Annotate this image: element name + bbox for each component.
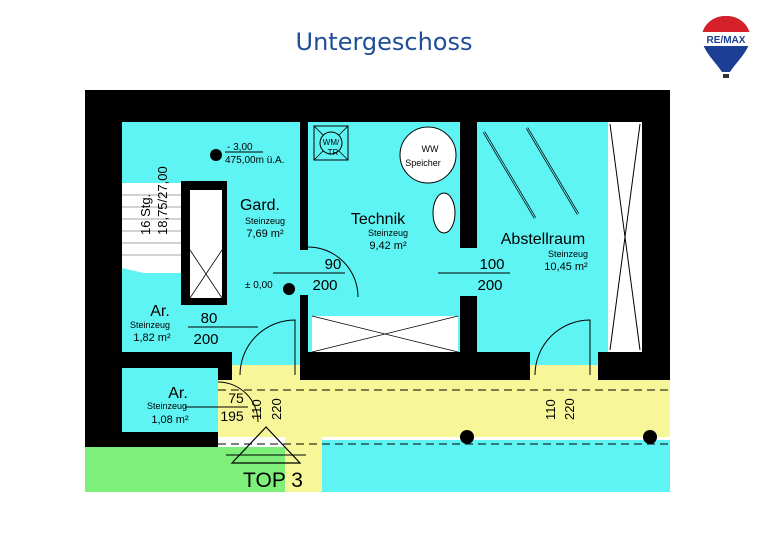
door-height: 220: [562, 398, 577, 420]
stairs-steps: 16 Stg.: [138, 194, 153, 235]
page-title: Untergeschoss: [295, 28, 473, 56]
room-area: 10,45 m²: [544, 261, 588, 273]
washer-label-1: WM/: [323, 138, 340, 147]
svg-text:RE/MAX: RE/MAX: [707, 35, 746, 46]
room-abstellraum: [477, 122, 608, 352]
level-marker-icon: [283, 283, 295, 295]
unit-label: TOP 3: [243, 469, 303, 492]
room-name: Gard.: [240, 197, 280, 214]
door-height: 220: [269, 398, 284, 420]
door-width: 110: [543, 399, 558, 420]
room-name: Abstellraum: [501, 231, 585, 248]
water-tank: [399, 126, 457, 184]
tank-label-2: Speicher: [405, 158, 441, 168]
corridor: [218, 380, 670, 437]
door-width: 90: [325, 256, 342, 273]
room-area: 1,82 m²: [133, 332, 171, 344]
door-width: 100: [479, 256, 504, 273]
room-ar-small: [122, 368, 218, 432]
level-top: - 3,00: [227, 142, 253, 153]
room-name: Ar.: [150, 303, 170, 320]
door-height: 200: [477, 277, 502, 294]
level-marker-icon: [210, 149, 222, 161]
stairs: [122, 183, 187, 273]
room-area: 9,42 m²: [369, 240, 407, 252]
column: [643, 430, 657, 444]
wash-basin: [432, 192, 456, 234]
door-width: 75: [228, 390, 244, 406]
room-floor: Steinzeug: [147, 401, 187, 411]
level-floor: ± 0,00: [245, 280, 273, 291]
door-width: 80: [201, 310, 218, 327]
room-area: 7,69 m²: [246, 228, 284, 240]
remax-balloon-logo: RE/MAX: [702, 16, 750, 78]
washer-label-2: TR: [328, 148, 339, 157]
room-floor: Steinzeug: [245, 216, 285, 226]
column: [460, 430, 474, 444]
tank-label-1: WW: [422, 144, 439, 154]
room-name: Technik: [351, 211, 406, 228]
room-name: Ar.: [168, 385, 188, 402]
door-height: 200: [312, 277, 337, 294]
room-floor: Steinzeug: [548, 249, 588, 259]
room-floor: Steinzeug: [130, 320, 170, 330]
level-elevation: 475,00m ü.A.: [225, 155, 284, 166]
exterior-cyan: [322, 440, 670, 492]
door-height: 195: [220, 408, 244, 424]
stairs-dims: 18,75/27,00: [155, 166, 170, 235]
door-width: 110: [249, 399, 264, 420]
room-area: 1,08 m²: [151, 414, 189, 426]
door-height: 200: [193, 331, 218, 348]
room-floor: Steinzeug: [368, 228, 408, 238]
